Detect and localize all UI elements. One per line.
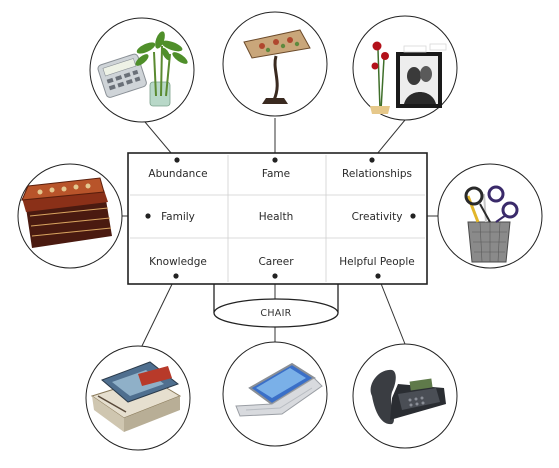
- connector-dots: [145, 157, 416, 279]
- cell-creativity: Creativity: [352, 211, 403, 223]
- cell-career: Career: [258, 256, 294, 268]
- cell-health: Health: [259, 211, 293, 223]
- cell-abundance: Abundance: [148, 168, 207, 180]
- grid-frame: [127, 152, 428, 285]
- tiffany-lamp-icon: [222, 11, 328, 117]
- wedding-photo-and-roses-icon: [352, 15, 458, 121]
- scissors-in-pen-cup-icon: [437, 163, 543, 269]
- laptop-icon: [222, 341, 328, 447]
- wooden-box-icon: [17, 163, 123, 269]
- desk-phone-icon: [352, 343, 458, 449]
- cell-family: Family: [161, 211, 195, 223]
- calculator-and-bamboo-icon: [89, 17, 195, 123]
- cell-fame: Fame: [262, 168, 290, 180]
- connector-knowledge: [139, 275, 177, 351]
- cell-relationships: Relationships: [342, 168, 412, 180]
- bagua-grid: Abundance Fame Relationships Family Heal…: [127, 152, 428, 285]
- chair-seat: [213, 298, 339, 328]
- connector-helpful-people: [377, 275, 406, 345]
- cell-knowledge: Knowledge: [149, 256, 207, 268]
- cell-helpful-people: Helpful People: [339, 256, 414, 268]
- chair-label: CHAIR: [260, 308, 291, 319]
- books-icon: [85, 345, 191, 451]
- chair: CHAIR: [213, 284, 339, 328]
